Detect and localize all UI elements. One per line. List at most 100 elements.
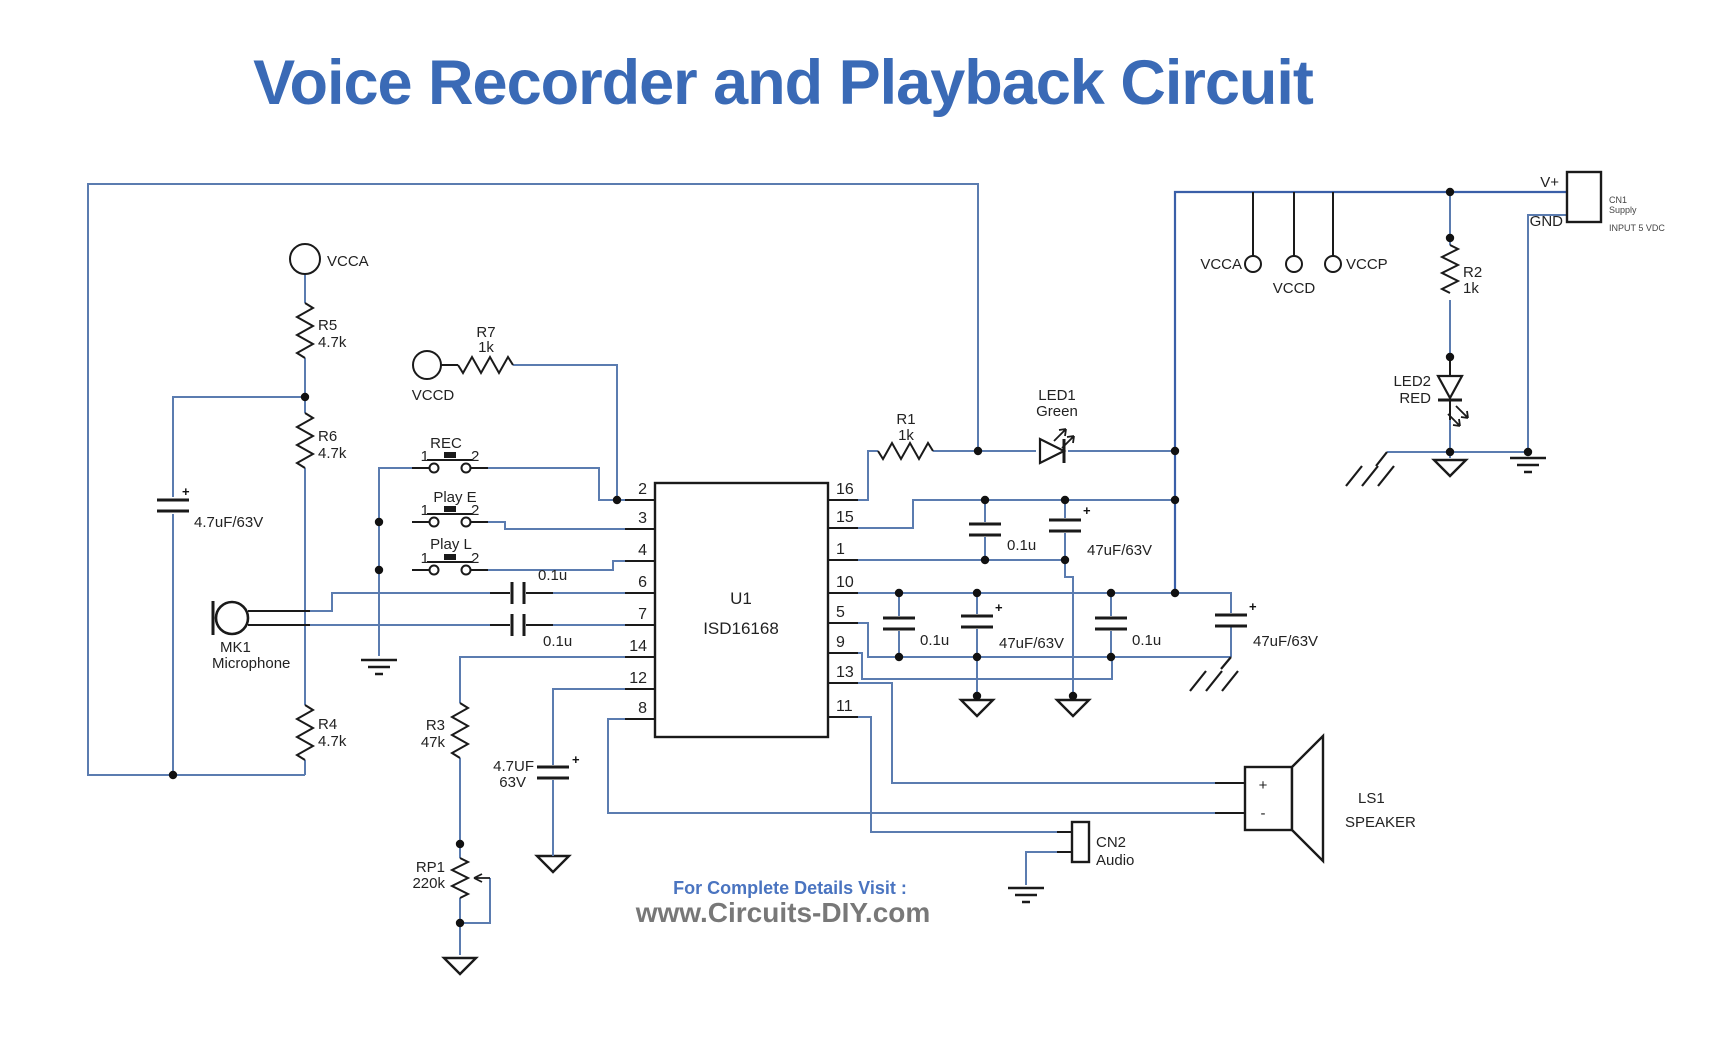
wire-railB-top <box>858 592 1232 613</box>
vcca-top-label: VCCA <box>1200 256 1242 273</box>
rec-label: REC <box>430 435 462 452</box>
r6-value: 4.7k <box>318 445 347 462</box>
capacitor-symbol <box>1095 616 1127 631</box>
cap-value: 0.1u <box>920 632 949 649</box>
pin-label: 8 <box>638 700 647 717</box>
r3-value: 47k <box>421 734 446 751</box>
capacitor-symbol <box>537 765 569 780</box>
ground-triangle-icon <box>1054 698 1092 718</box>
footer-visit-text: For Complete Details Visit : <box>673 878 907 898</box>
wire-cn2-gnd <box>1025 851 1057 885</box>
cap-value: 0.1u <box>538 567 567 584</box>
terminal-circle-icon <box>289 243 321 275</box>
led-arrows-icon <box>1053 428 1075 449</box>
wire-capB <box>898 593 1112 696</box>
resistor-symbol <box>877 440 934 462</box>
r5-ref: R5 <box>318 317 337 334</box>
terminal-circle-icon <box>1244 255 1262 273</box>
mic-name: Microphone <box>212 655 290 672</box>
resistor-symbol <box>294 412 316 469</box>
connector-cn1: V+ GND CN1 Supply INPUT 5 VDC <box>1530 170 1665 233</box>
wire-sw-common <box>378 467 412 656</box>
led-arrows-icon <box>1447 405 1469 427</box>
vccp-top-label: VCCP <box>1346 256 1388 273</box>
resistor-symbol <box>294 302 316 359</box>
wire-railB-bot <box>858 622 1232 658</box>
polarity-plus: + <box>1249 599 1257 614</box>
vcca-label: VCCA <box>327 253 369 270</box>
potentiometer-rp1[interactable]: RP1 220k <box>412 857 490 976</box>
r3-ref: R3 <box>426 717 445 734</box>
r1-ref: R1 <box>896 411 915 428</box>
cn2-ref: CN2 <box>1096 834 1126 851</box>
r5-value: 4.7k <box>318 334 347 351</box>
button-play-l[interactable]: Play L 1 2 <box>412 536 488 576</box>
led2-ref: LED2 <box>1393 373 1431 390</box>
pin-label: 3 <box>638 510 647 527</box>
capacitor-a1: 0.1u <box>969 522 1036 554</box>
junction-dots <box>168 187 1533 928</box>
resistor-r2: R2 1k <box>1439 244 1482 297</box>
wire-pin11-cn2 <box>858 716 1057 833</box>
pin1-label: 1 <box>421 448 429 465</box>
speaker-ls1: + - LS1 SPEAKER <box>1215 733 1416 864</box>
pin-label: 5 <box>836 604 845 621</box>
ground-triangle-icon <box>1431 458 1469 478</box>
pin1-label: 1 <box>421 550 429 567</box>
speaker-body <box>1243 765 1294 832</box>
capacitor-symbol <box>1215 613 1247 628</box>
contact <box>428 564 440 576</box>
wire-pin12-cap <box>552 688 625 852</box>
cap-value: 0.1u <box>543 633 572 650</box>
chassis-ground-icon <box>1189 656 1239 692</box>
wire-pin16-led <box>858 450 1175 501</box>
ic-ref: U1 <box>730 589 752 608</box>
cn1-ref: CN1 <box>1609 195 1627 205</box>
pin-label: 11 <box>836 698 853 715</box>
capacitor-symbol <box>510 582 526 604</box>
capacitor-coupling-bottom: 0.1u <box>490 614 572 650</box>
terminal-circle-icon <box>1324 255 1342 273</box>
ic-u1: U1 ISD16168 2 3 4 6 7 14 12 8 16 15 1 10… <box>625 481 858 739</box>
capacitor-a2: + 47uF/63V <box>1049 503 1152 559</box>
page-title: Voice Recorder and Playback Circuit <box>253 48 1314 118</box>
contact <box>428 462 440 474</box>
cap-value2: 63V <box>499 774 526 791</box>
speaker-horn <box>1290 733 1325 864</box>
button-play-e[interactable]: Play E 1 2 <box>412 489 488 528</box>
ground-triangle-icon <box>441 956 479 976</box>
r7-value: 1k <box>478 339 494 356</box>
polarity-plus: + <box>572 752 580 767</box>
actuator <box>444 452 456 458</box>
led1-green: LED1 Green <box>1036 387 1078 465</box>
led-triangle <box>1038 437 1067 465</box>
resistor-symbol <box>1439 244 1461 294</box>
pin-label: 7 <box>638 606 647 623</box>
r7-ref: R7 <box>476 324 495 341</box>
cap-value: 0.1u <box>1132 632 1161 649</box>
vccd-top-label: VCCD <box>1273 280 1316 297</box>
cn1-note: INPUT 5 VDC <box>1609 223 1665 233</box>
ic-body <box>653 481 830 739</box>
speaker-plus: + <box>1259 777 1268 794</box>
cap-value1: 4.7UF <box>493 758 534 775</box>
ground-switch-common <box>361 658 397 676</box>
wire-vplus-rail <box>1173 190 1567 593</box>
vccd-label: VCCD <box>412 387 455 404</box>
earth-ground-icon <box>1008 886 1044 904</box>
pin-label: 13 <box>836 664 854 681</box>
cap-value: 47uF/63V <box>999 635 1064 652</box>
r6-ref: R6 <box>318 428 337 445</box>
ls1-name: SPEAKER <box>1345 814 1416 831</box>
footer-website-link[interactable]: www.Circuits-DIY.com <box>635 897 931 928</box>
pin2-label: 2 <box>471 550 479 567</box>
cap-value: 47uF/63V <box>1253 633 1318 650</box>
pin-label: 15 <box>836 509 854 526</box>
button-rec[interactable]: REC 1 2 <box>412 435 488 474</box>
capacitor-symbol <box>1049 518 1081 533</box>
pin-label: 16 <box>836 481 854 498</box>
wire-playe-pin3 <box>488 521 625 530</box>
capacitor-b1: 0.1u <box>883 616 949 649</box>
